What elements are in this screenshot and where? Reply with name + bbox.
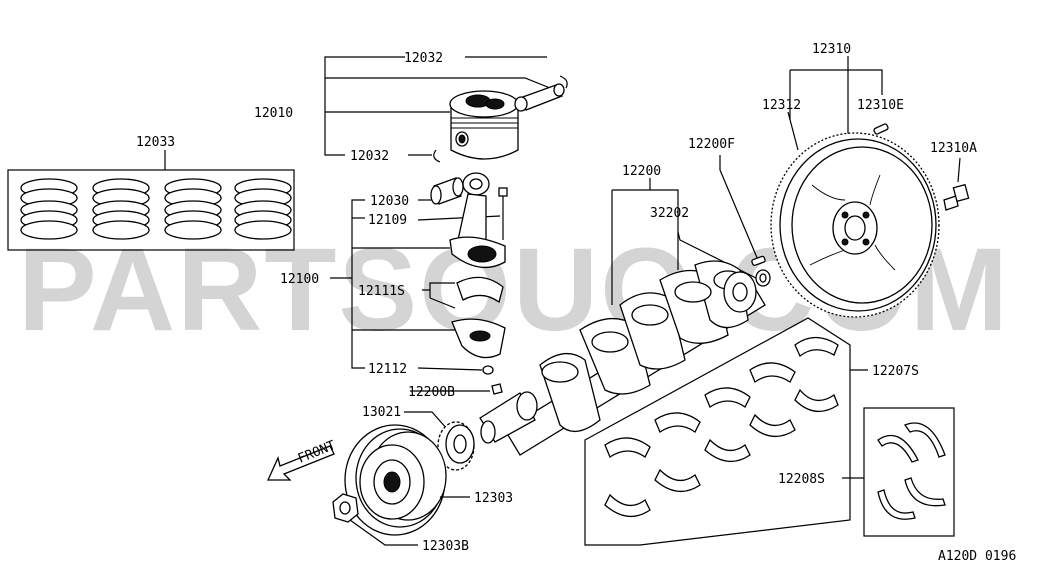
crank-pulley-nut[interactable]: [332, 493, 359, 523]
snap-ring-bottom[interactable]: [433, 149, 441, 163]
crankshaft-group: 12200 32202 12200F: [408, 137, 771, 456]
label-12200B[interactable]: 12200B: [408, 385, 455, 400]
crank-pulley[interactable]: [344, 424, 447, 536]
crank-sprocket-group: 13021: [362, 405, 475, 471]
label-12310[interactable]: 12310: [812, 42, 851, 57]
label-12312[interactable]: 12312: [762, 98, 801, 113]
piston[interactable]: [449, 90, 519, 160]
piston-ring-set-3[interactable]: [164, 178, 222, 240]
connecting-rod-bearing-upper[interactable]: [456, 276, 504, 304]
thrust-washers[interactable]: [877, 422, 946, 520]
label-12032-top[interactable]: 12032: [404, 51, 443, 66]
piston-ring-set-group: 12033: [7, 135, 295, 251]
crankshaft-key[interactable]: [491, 383, 503, 395]
main-bearing-box: [584, 317, 851, 546]
piston-group: 12032 12010 12032: [254, 51, 568, 164]
label-12310E[interactable]: 12310E: [857, 98, 904, 113]
label-32202[interactable]: 32202: [650, 206, 689, 221]
connecting-rod-bushing[interactable]: [430, 177, 464, 205]
flywheel[interactable]: [770, 132, 940, 318]
main-bearing-shells[interactable]: [604, 336, 839, 517]
thrust-washer-box: [863, 407, 955, 537]
label-12032-bottom[interactable]: 12032: [350, 149, 389, 164]
crankshaft[interactable]: [479, 260, 766, 456]
piston-ring-set-2[interactable]: [92, 178, 150, 240]
label-12033[interactable]: 12033: [136, 135, 175, 150]
pilot-bushing[interactable]: [755, 269, 771, 287]
flywheel-group: 12310 12312 12310E 12310A: [762, 42, 977, 318]
front-indicator: FRONT: [266, 438, 338, 481]
connecting-rod[interactable]: [449, 172, 506, 269]
piston-ring-box: [7, 169, 295, 251]
label-12310A[interactable]: 12310A: [930, 141, 977, 156]
label-12303[interactable]: 12303: [474, 491, 513, 506]
label-12208S[interactable]: 12208S: [778, 472, 825, 487]
connecting-rod-nut[interactable]: [482, 365, 494, 375]
crankshaft-dowel-pin[interactable]: [751, 255, 766, 266]
front-arrow-icon: [266, 445, 335, 481]
crank-pulley-group: 12303 12303B: [332, 424, 513, 554]
front-label: FRONT: [296, 438, 338, 467]
label-12100[interactable]: 12100: [280, 272, 319, 287]
label-12111S[interactable]: 12111S: [358, 284, 405, 299]
piston-ring-set-4[interactable]: [234, 178, 292, 240]
main-bearing-group: 12207S: [584, 317, 919, 546]
label-12200F[interactable]: 12200F: [688, 137, 735, 152]
diagram-code: A120D 0196: [938, 549, 1016, 564]
label-12030[interactable]: 12030: [370, 194, 409, 209]
label-12207S[interactable]: 12207S: [872, 364, 919, 379]
connecting-rod-group: 12030 12109 12100 12111S 12112: [280, 172, 508, 377]
label-12303B[interactable]: 12303B: [422, 539, 469, 554]
thrust-washer-group: 12208S: [778, 407, 955, 537]
piston-ring-set-1[interactable]: [20, 178, 78, 240]
label-12112[interactable]: 12112: [368, 362, 407, 377]
snap-ring-top[interactable]: [559, 75, 568, 89]
crank-sprocket[interactable]: [437, 421, 475, 471]
piston-pin[interactable]: [514, 83, 565, 112]
label-12200[interactable]: 12200: [622, 164, 661, 179]
label-12010[interactable]: 12010: [254, 106, 293, 121]
label-12109[interactable]: 12109: [368, 213, 407, 228]
label-13021[interactable]: 13021: [362, 405, 401, 420]
flywheel-dowel-pin[interactable]: [873, 123, 889, 135]
flywheel-bolt[interactable]: [943, 183, 970, 211]
connecting-rod-bolt[interactable]: [498, 187, 508, 240]
